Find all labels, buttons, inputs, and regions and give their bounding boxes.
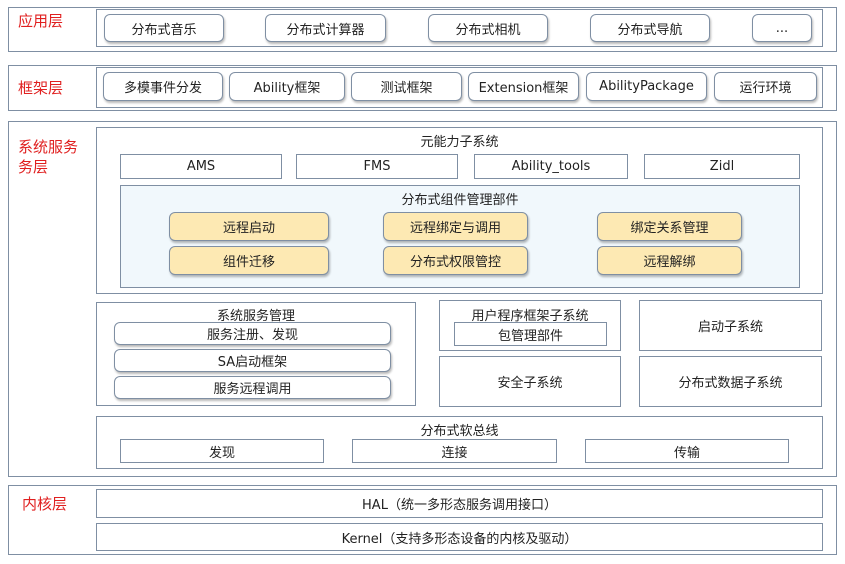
remote-start: 远程启动 <box>169 212 329 241</box>
distributed-permission-control: 分布式权限管控 <box>383 246 528 275</box>
soft-bus-connect: 连接 <box>352 439 557 463</box>
kernel-layer-label: 内核层 <box>22 495 68 513</box>
sa-start-framework: SA启动框架 <box>114 349 391 372</box>
app-distributed-calculator: 分布式计算器 <box>265 14 386 42</box>
distributed-component-title: 分布式组件管理部件 <box>401 193 519 208</box>
binding-relation-mgmt: 绑定关系管理 <box>597 212 742 241</box>
system-service-mgmt-title: 系统服务管理 <box>216 309 295 324</box>
meta-zidl: Zidl <box>644 154 800 179</box>
hal-box: HAL（统一多形态服务调用接口） <box>96 489 823 518</box>
app-distributed-music: 分布式音乐 <box>104 14 224 42</box>
framework-multimodal-event: 多模事件分发 <box>103 72 223 101</box>
security-subsystem: 安全子系统 <box>439 356 621 407</box>
component-migration: 组件迁移 <box>169 246 329 275</box>
framework-layer-label: 框架层 <box>18 79 64 97</box>
kernel-box: Kernel（支持多形态设备的内核及驱动） <box>96 523 823 551</box>
system-service-layer-label-line1: 系统服务 <box>18 138 79 156</box>
app-distributed-camera: 分布式相机 <box>428 14 548 42</box>
soft-bus-discover: 发现 <box>120 439 324 463</box>
app-distributed-navigation: 分布式导航 <box>590 14 710 42</box>
framework-ability-package: AbilityPackage <box>586 72 707 101</box>
startup-subsystem: 启动子系统 <box>639 300 822 351</box>
soft-bus-title: 分布式软总线 <box>420 424 499 439</box>
framework-extension: Extension框架 <box>468 72 579 101</box>
system-service-layer-label-line2: 务层 <box>18 158 49 176</box>
distributed-data-subsystem: 分布式数据子系统 <box>639 356 822 407</box>
framework-test: 测试框架 <box>351 72 462 101</box>
app-more: ... <box>752 14 812 42</box>
meta-ams: AMS <box>120 154 282 179</box>
service-register-discover: 服务注册、发现 <box>114 322 391 345</box>
framework-runtime: 运行环境 <box>714 72 817 101</box>
meta-capability-title: 元能力子系统 <box>420 135 499 150</box>
meta-ability-tools: Ability_tools <box>474 154 628 179</box>
service-remote-call: 服务远程调用 <box>114 376 391 399</box>
framework-ability: Ability框架 <box>229 72 345 101</box>
soft-bus-transfer: 传输 <box>585 439 789 463</box>
package-mgmt-component: 包管理部件 <box>454 322 607 346</box>
meta-fms: FMS <box>296 154 458 179</box>
app-layer-label: 应用层 <box>18 12 64 30</box>
user-program-framework-title: 用户程序框架子系统 <box>471 309 589 324</box>
remote-bind-call: 远程绑定与调用 <box>383 212 528 241</box>
remote-unbind: 远程解绑 <box>597 246 742 275</box>
